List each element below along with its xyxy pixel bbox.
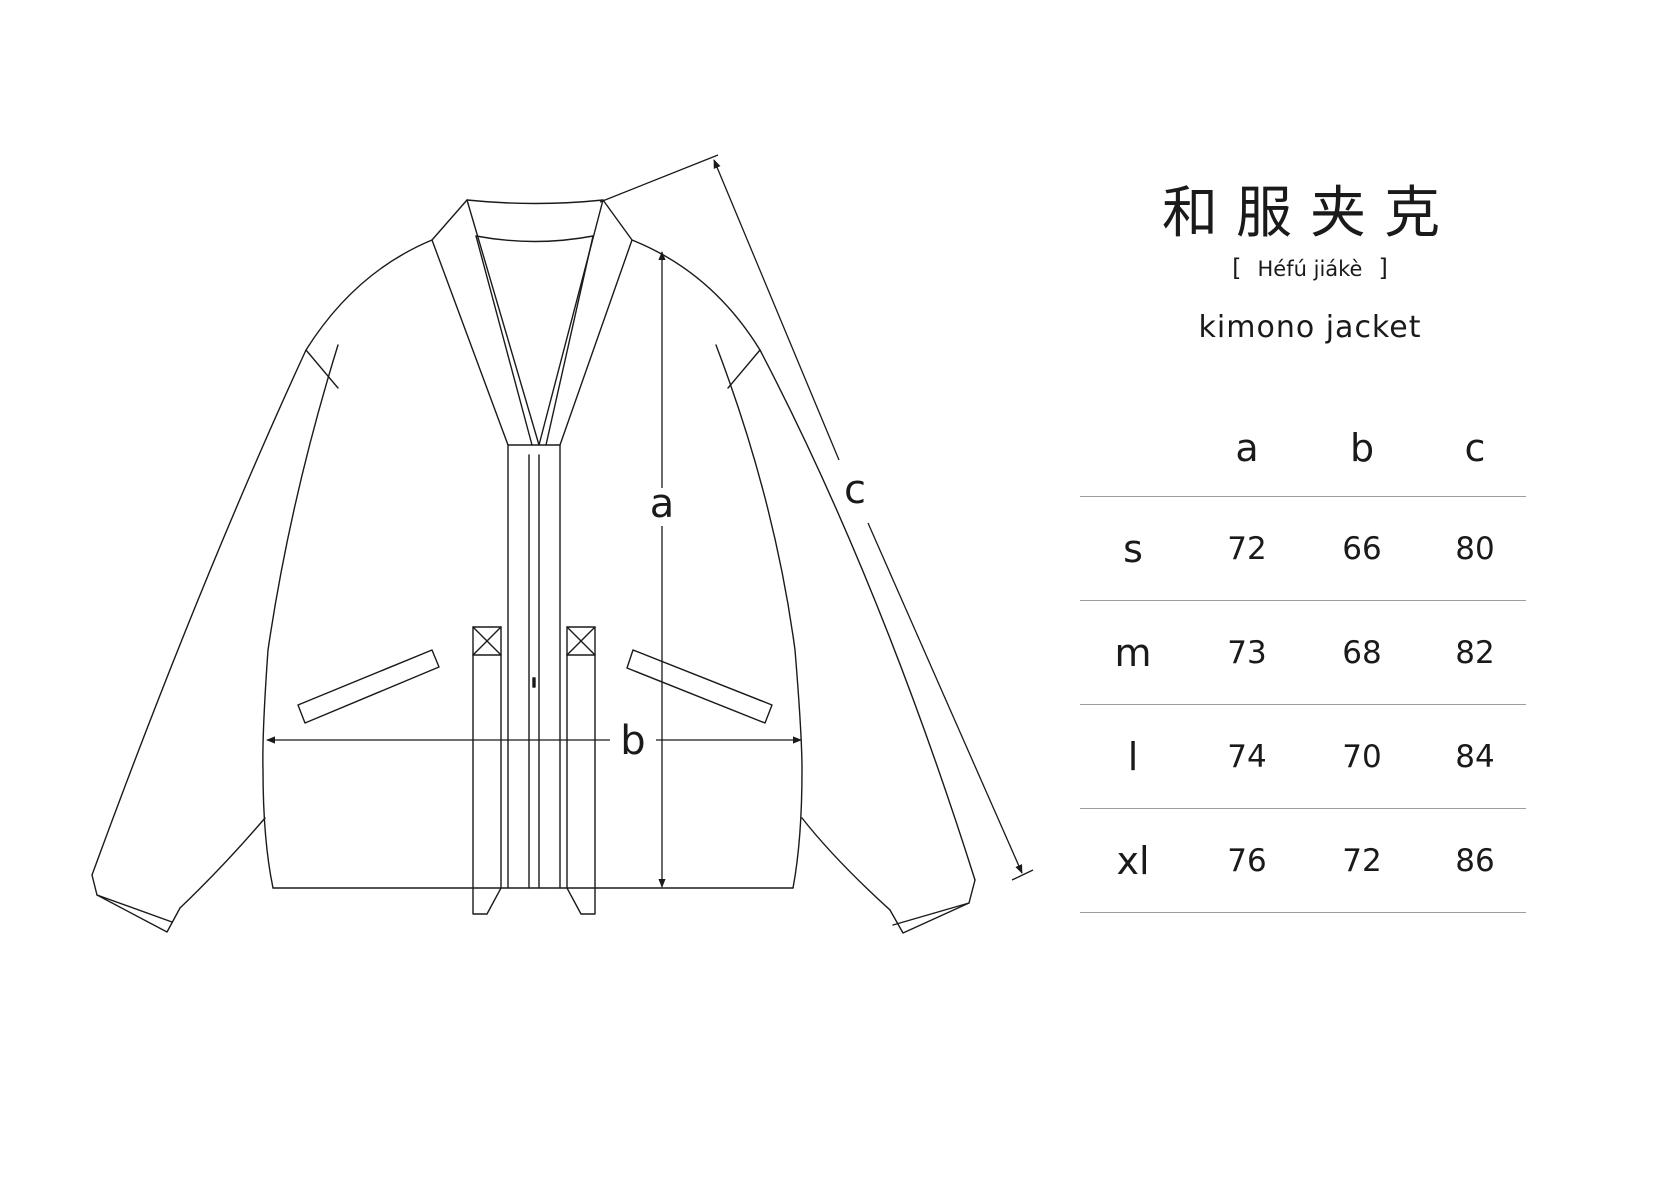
right-sleeve-inner xyxy=(801,817,891,911)
dimension-c-line-upper xyxy=(713,159,840,461)
value-c: 82 xyxy=(1455,634,1495,671)
right-shoulder xyxy=(631,239,761,389)
left-shoulder xyxy=(305,239,433,389)
value-b: 72 xyxy=(1342,842,1382,879)
pinyin-open-bracket: [ xyxy=(1232,254,1242,282)
jacket-outline xyxy=(91,199,976,934)
table-row: l 74 70 84 xyxy=(1080,705,1526,809)
left-sleeve-inner xyxy=(179,817,266,909)
right-cuff xyxy=(889,879,976,934)
value-c: 86 xyxy=(1455,842,1495,879)
header-cell-c: c xyxy=(1464,426,1486,470)
inner-neck xyxy=(475,235,594,243)
value-c: 84 xyxy=(1455,738,1495,775)
value-b: 70 xyxy=(1342,738,1382,775)
zipper-pull xyxy=(532,677,536,688)
product-title-english: kimono jacket xyxy=(1198,310,1422,345)
right-strap-tab xyxy=(566,626,596,656)
back-neck xyxy=(466,199,604,205)
size-label: l xyxy=(1127,734,1139,779)
right-cuff-seam xyxy=(892,902,970,926)
value-a: 72 xyxy=(1227,530,1267,567)
left-pocket xyxy=(297,649,440,724)
inner-lapel-right xyxy=(545,235,594,446)
value-c: 80 xyxy=(1455,530,1495,567)
table-row: s 72 66 80 xyxy=(1080,497,1526,601)
size-label: s xyxy=(1123,526,1143,571)
value-a: 73 xyxy=(1227,634,1267,671)
header-cell-size xyxy=(1083,400,1183,496)
dimension-c-extension-bottom xyxy=(1011,869,1034,881)
size-label: m xyxy=(1114,630,1152,675)
left-strap-tab xyxy=(472,626,502,656)
value-a: 76 xyxy=(1227,842,1267,879)
dimension-a-label: a xyxy=(650,481,675,527)
pinyin-close-bracket: ] xyxy=(1378,254,1388,282)
dimension-lines xyxy=(266,154,1034,888)
product-title-chinese: 和服夹克 xyxy=(1162,181,1458,246)
dimension-c-label: c xyxy=(844,467,866,513)
size-label: xl xyxy=(1116,838,1150,883)
inner-lapel-left xyxy=(475,235,533,446)
value-b: 66 xyxy=(1342,530,1382,567)
table-row: m 73 68 82 xyxy=(1080,601,1526,705)
right-sleeve-outer xyxy=(759,349,976,881)
size-table: a b c s 72 66 80 m 73 68 82 l 74 70 84 x… xyxy=(1080,400,1526,913)
header-cell-b: b xyxy=(1349,426,1375,470)
left-cuff xyxy=(91,874,181,933)
header-cell-a: a xyxy=(1235,426,1259,470)
dimension-c-line-lower xyxy=(867,522,1023,874)
left-cuff-seam xyxy=(96,894,173,923)
dimension-b-label: b xyxy=(620,718,645,764)
dimension-c-extension-top xyxy=(599,154,719,203)
left-body-side xyxy=(262,344,339,889)
product-title-pinyin: [ Héfú jiákè] xyxy=(1080,254,1540,282)
right-pocket xyxy=(626,649,773,724)
table-row: xl 76 72 86 xyxy=(1080,809,1526,913)
value-a: 74 xyxy=(1227,738,1267,775)
pinyin-text: Héfú jiákè xyxy=(1257,257,1363,281)
right-body-side xyxy=(715,344,803,889)
dimension-labels: a b c xyxy=(620,467,866,764)
value-b: 68 xyxy=(1342,634,1382,671)
collar-left xyxy=(431,199,540,446)
right-strap xyxy=(566,654,596,915)
left-strap xyxy=(472,654,502,915)
size-table-header: a b c xyxy=(1080,400,1526,497)
left-sleeve-outer xyxy=(91,349,307,876)
